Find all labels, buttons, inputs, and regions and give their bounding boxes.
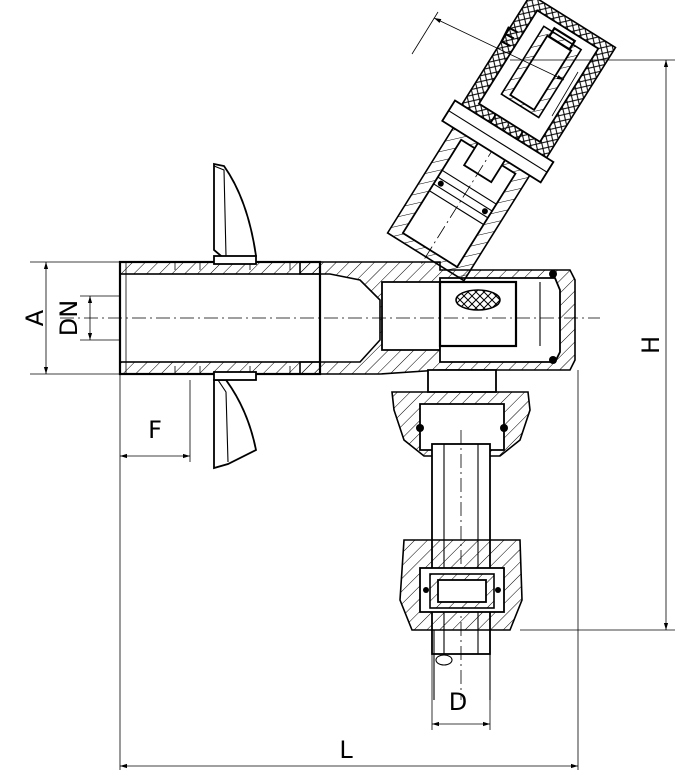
dim-label-a: A (21, 309, 49, 326)
dim-e-line (433, 17, 565, 81)
dim-label-dn: DN (55, 300, 83, 336)
wall-flange (213, 162, 258, 470)
valve-body (299, 261, 576, 375)
outlet-union (391, 369, 531, 700)
dimension-lines (43, 17, 669, 769)
extension-lines (30, 11, 675, 770)
dim-label-l: L (339, 736, 353, 764)
dim-label-d: D (449, 688, 467, 716)
dim-label-h: H (637, 336, 665, 354)
dim-label-f: F (148, 416, 162, 444)
angled-headwork (386, 0, 617, 282)
